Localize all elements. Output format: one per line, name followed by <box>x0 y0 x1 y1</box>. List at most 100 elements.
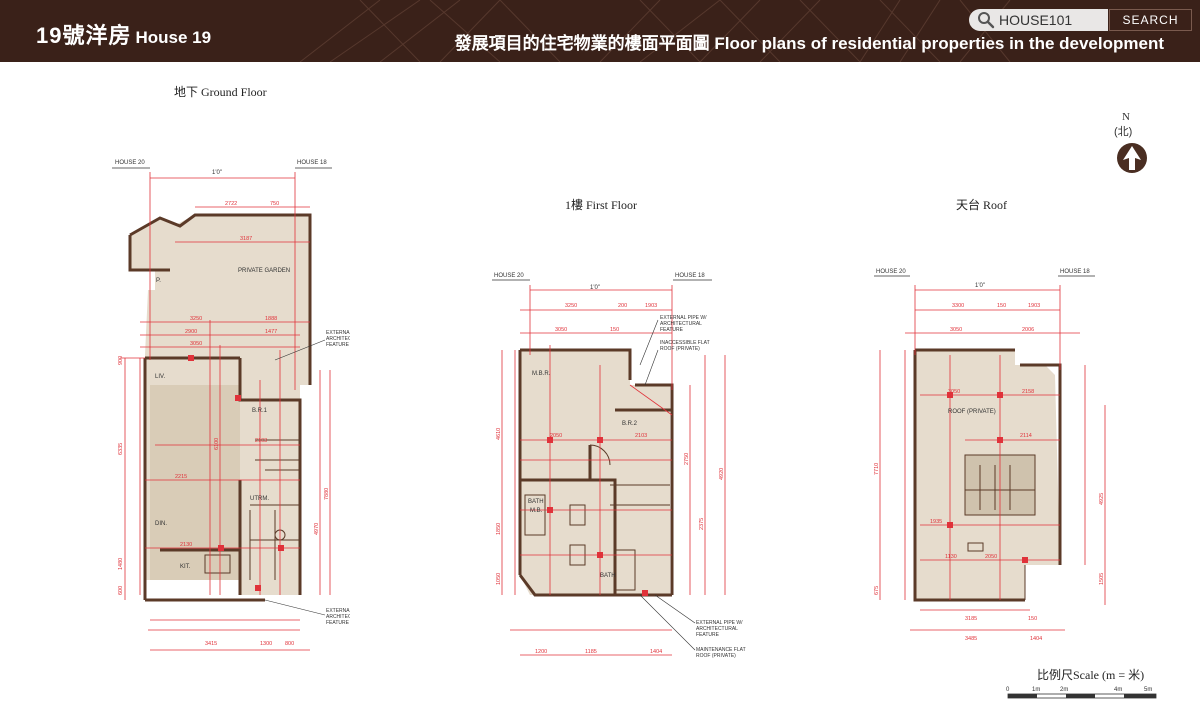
plan-annotation: 1'0" <box>590 285 600 291</box>
plan-annotation: 150 <box>610 327 619 333</box>
plan-annotation: 3050 <box>948 389 960 395</box>
plan-annotation: 3050 <box>950 327 962 333</box>
gf-room-utrm: UTRM. <box>250 496 269 502</box>
plan-annotation: 1300 <box>260 641 272 647</box>
plan-annotation: 7880 <box>324 488 330 500</box>
search-icon[interactable] <box>977 11 995 29</box>
plan-annotation: 1850 <box>496 523 502 535</box>
plan-annotation: 1903 <box>645 303 657 309</box>
north-cn: (北) <box>1114 125 1132 138</box>
plan-annotation: 675 <box>874 586 880 595</box>
gf-room-garden: PRIVATE GARDEN <box>238 268 290 274</box>
plan-annotation: 3300 <box>952 303 964 309</box>
plan-annotation: HOUSE 18 <box>675 273 705 279</box>
plan-annotation: 1185 <box>585 649 597 655</box>
plan-annotation: 3050 <box>190 341 202 347</box>
ff-room-br2: B.R.2 <box>622 421 638 427</box>
plan-annotation: EXTERNAL PIPE W/ ARCHITECTURAL FEATURE <box>660 315 707 333</box>
plan-annotation: 2130 <box>180 542 192 548</box>
ff-room-mb: M.B. <box>530 508 543 514</box>
scale-label: 比例尺Scale (m = 米) <box>1037 668 1145 682</box>
plan-annotation: 2158 <box>1022 389 1034 395</box>
house-title-en: House 19 <box>135 28 212 47</box>
gf-note-pipe-2: EXTERNAL PIPE W/ ARCHITECTURAL FEATURE <box>326 608 350 626</box>
plan-annotation: 2900 <box>185 329 197 335</box>
plan-annotation: 900 <box>118 356 124 365</box>
plan-annotation: 6100 <box>214 438 220 450</box>
plan-annotation: 2114 <box>1020 433 1032 439</box>
header-pattern <box>299 0 1011 62</box>
plan-annotation: 4970 <box>314 523 320 535</box>
plan-annotation: 200 <box>618 303 627 309</box>
plan-annotation: 2006 <box>1022 327 1034 333</box>
plan-annotation: 600 <box>118 586 124 595</box>
plan-annotation: 4m <box>1114 687 1122 693</box>
north-letter: N <box>1122 111 1130 123</box>
gf-ref-right: HOUSE 18 <box>297 160 327 166</box>
ff-room-bath2: BATH <box>600 573 616 579</box>
plan-annotation: HOUSE 20 <box>876 269 906 275</box>
ff-room-mbr: M.B.R. <box>532 371 551 377</box>
plan-annotation: EXTERNAL PIPE W/ ARCHITECTURAL FEATURE <box>696 620 743 638</box>
plan-annotation: 3050 <box>555 327 567 333</box>
plan-annotation: 2m <box>1060 687 1068 693</box>
plan-annotation: 4920 <box>719 468 725 480</box>
plan-annotation: 3485 <box>965 636 977 642</box>
plan-annotation: 1888 <box>265 316 277 322</box>
search-box <box>969 9 1108 31</box>
plan-annotation: 150 <box>1028 616 1037 622</box>
ground-floor-title: 地下 Ground Floor <box>174 85 267 99</box>
search-button[interactable]: SEARCH <box>1109 9 1192 31</box>
gf-room-p: P. <box>156 278 161 284</box>
plan-annotation: 7710 <box>874 463 880 475</box>
plan-annotation: 1'0" <box>975 283 985 289</box>
plan-annotation: 1050 <box>496 573 502 585</box>
ground-floor-plan: HOUSE 20 HOUSE 18 1'0" <box>112 160 350 651</box>
gf-room-liv: LIV. <box>155 374 165 380</box>
plan-annotation: 1200 <box>535 649 547 655</box>
page-heading: 發展項目的住宅物業的樓面平面圖 Floor plans of residenti… <box>454 34 1164 53</box>
first-floor-plan: HOUSE 20 HOUSE 18 1'0" <box>492 273 746 659</box>
plan-annotation: HOUSE 20 <box>494 273 524 279</box>
gf-gap: 1'0" <box>212 170 222 176</box>
plan-annotation: 2050 <box>985 554 997 560</box>
house-title-cn: 19號洋房 <box>36 23 132 48</box>
gf-note-pipe-1: EXTERNAL PIPE W/ ARCHITECTURAL FEATURE <box>326 330 350 348</box>
gf-room-kit: KIT. <box>180 564 191 570</box>
plan-annotation: MAINTENANCE FLAT ROOF (PRIVATE) <box>696 647 746 659</box>
plan-annotation: 6335 <box>118 443 124 455</box>
roof-room-label: ROOF (PRIVATE) <box>948 409 996 415</box>
plan-annotation: 1m <box>1032 687 1040 693</box>
north-arrow-icon: N (北) <box>1114 111 1147 173</box>
plan-annotation: 1404 <box>1030 636 1042 642</box>
plan-annotation: 5m <box>1144 687 1152 693</box>
plan-annotation: 4610 <box>496 428 502 440</box>
plan-annotation: 800 <box>285 641 294 647</box>
plan-annotation: 2215 <box>175 474 187 480</box>
plan-annotation: 1404 <box>650 649 662 655</box>
plan-annotation: 2103 <box>635 433 647 439</box>
plan-annotation: INACCESSIBLE FLAT ROOF (PRIVATE) <box>660 340 710 352</box>
plan-annotation: 1505 <box>1099 573 1105 585</box>
ff-room-bath1: BATH <box>528 499 544 505</box>
plan-annotation: HOUSE 18 <box>1060 269 1090 275</box>
plan-annotation: 2750 <box>684 453 690 465</box>
plan-annotation: 150 <box>997 303 1006 309</box>
plan-annotation: 1130 <box>945 554 957 560</box>
plan-annotation: 2375 <box>699 518 705 530</box>
roof-plan: HOUSE 20 HOUSE 18 1'0" <box>874 269 1106 642</box>
plan-annotation: 2722 <box>225 201 237 207</box>
plan-annotation: 1903 <box>1028 303 1040 309</box>
scale-bar: 0 1m 2m 4m 5m <box>1006 687 1157 699</box>
gf-room-br1: B.R.1 <box>252 408 268 414</box>
search-input[interactable] <box>995 12 1099 28</box>
plan-annotation: 750 <box>270 201 279 207</box>
gf-ref-left: HOUSE 20 <box>115 160 145 166</box>
plan-annotation: 3415 <box>205 641 217 647</box>
plan-annotation: 3250 <box>565 303 577 309</box>
first-floor-title: 1樓 First Floor <box>565 198 638 212</box>
roof-title: 天台 Roof <box>956 198 1008 212</box>
plan-annotation: 2050 <box>550 433 562 439</box>
gf-room-din: DIN. <box>155 521 167 527</box>
